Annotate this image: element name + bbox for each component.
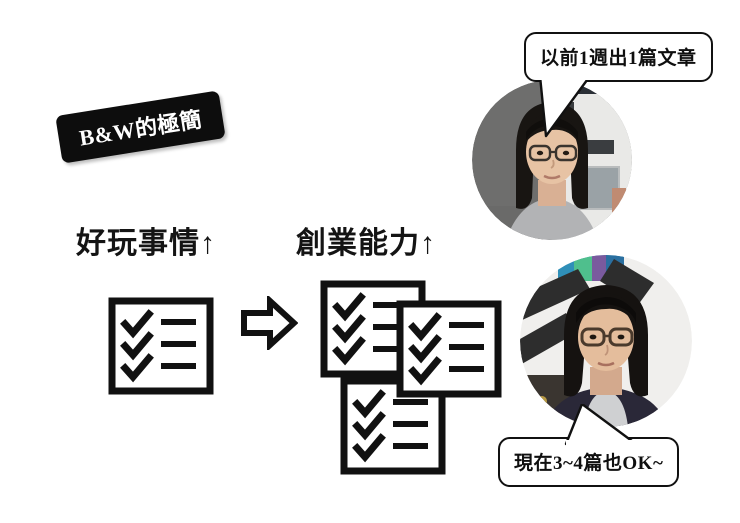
transition-arrow-icon — [240, 294, 299, 355]
speech-bubble-bottom-tail — [558, 402, 640, 453]
checklist-stack-front-right — [396, 300, 502, 398]
speech-bubble-top-tail — [530, 74, 594, 147]
speech-bubble-bottom: 現在3~4篇也OK~ — [498, 402, 680, 487]
page-title-startup-ability: 創業能力↑ — [296, 227, 436, 260]
checklist-single-before — [108, 297, 214, 395]
avatar-portrait-bottom — [520, 255, 692, 427]
bw-minimal-tag: B&W的極簡 — [55, 90, 226, 164]
speech-bubble-top-text: 以前1週出1篇文章 — [524, 32, 713, 82]
page-title-fun-things: 好玩事情↑ — [76, 227, 216, 260]
speech-bubble-top: 以前1週出1篇文章 — [524, 32, 713, 138]
bw-minimal-tag-label: B&W的極簡 — [77, 106, 204, 151]
avatar-portrait-top — [472, 80, 632, 240]
